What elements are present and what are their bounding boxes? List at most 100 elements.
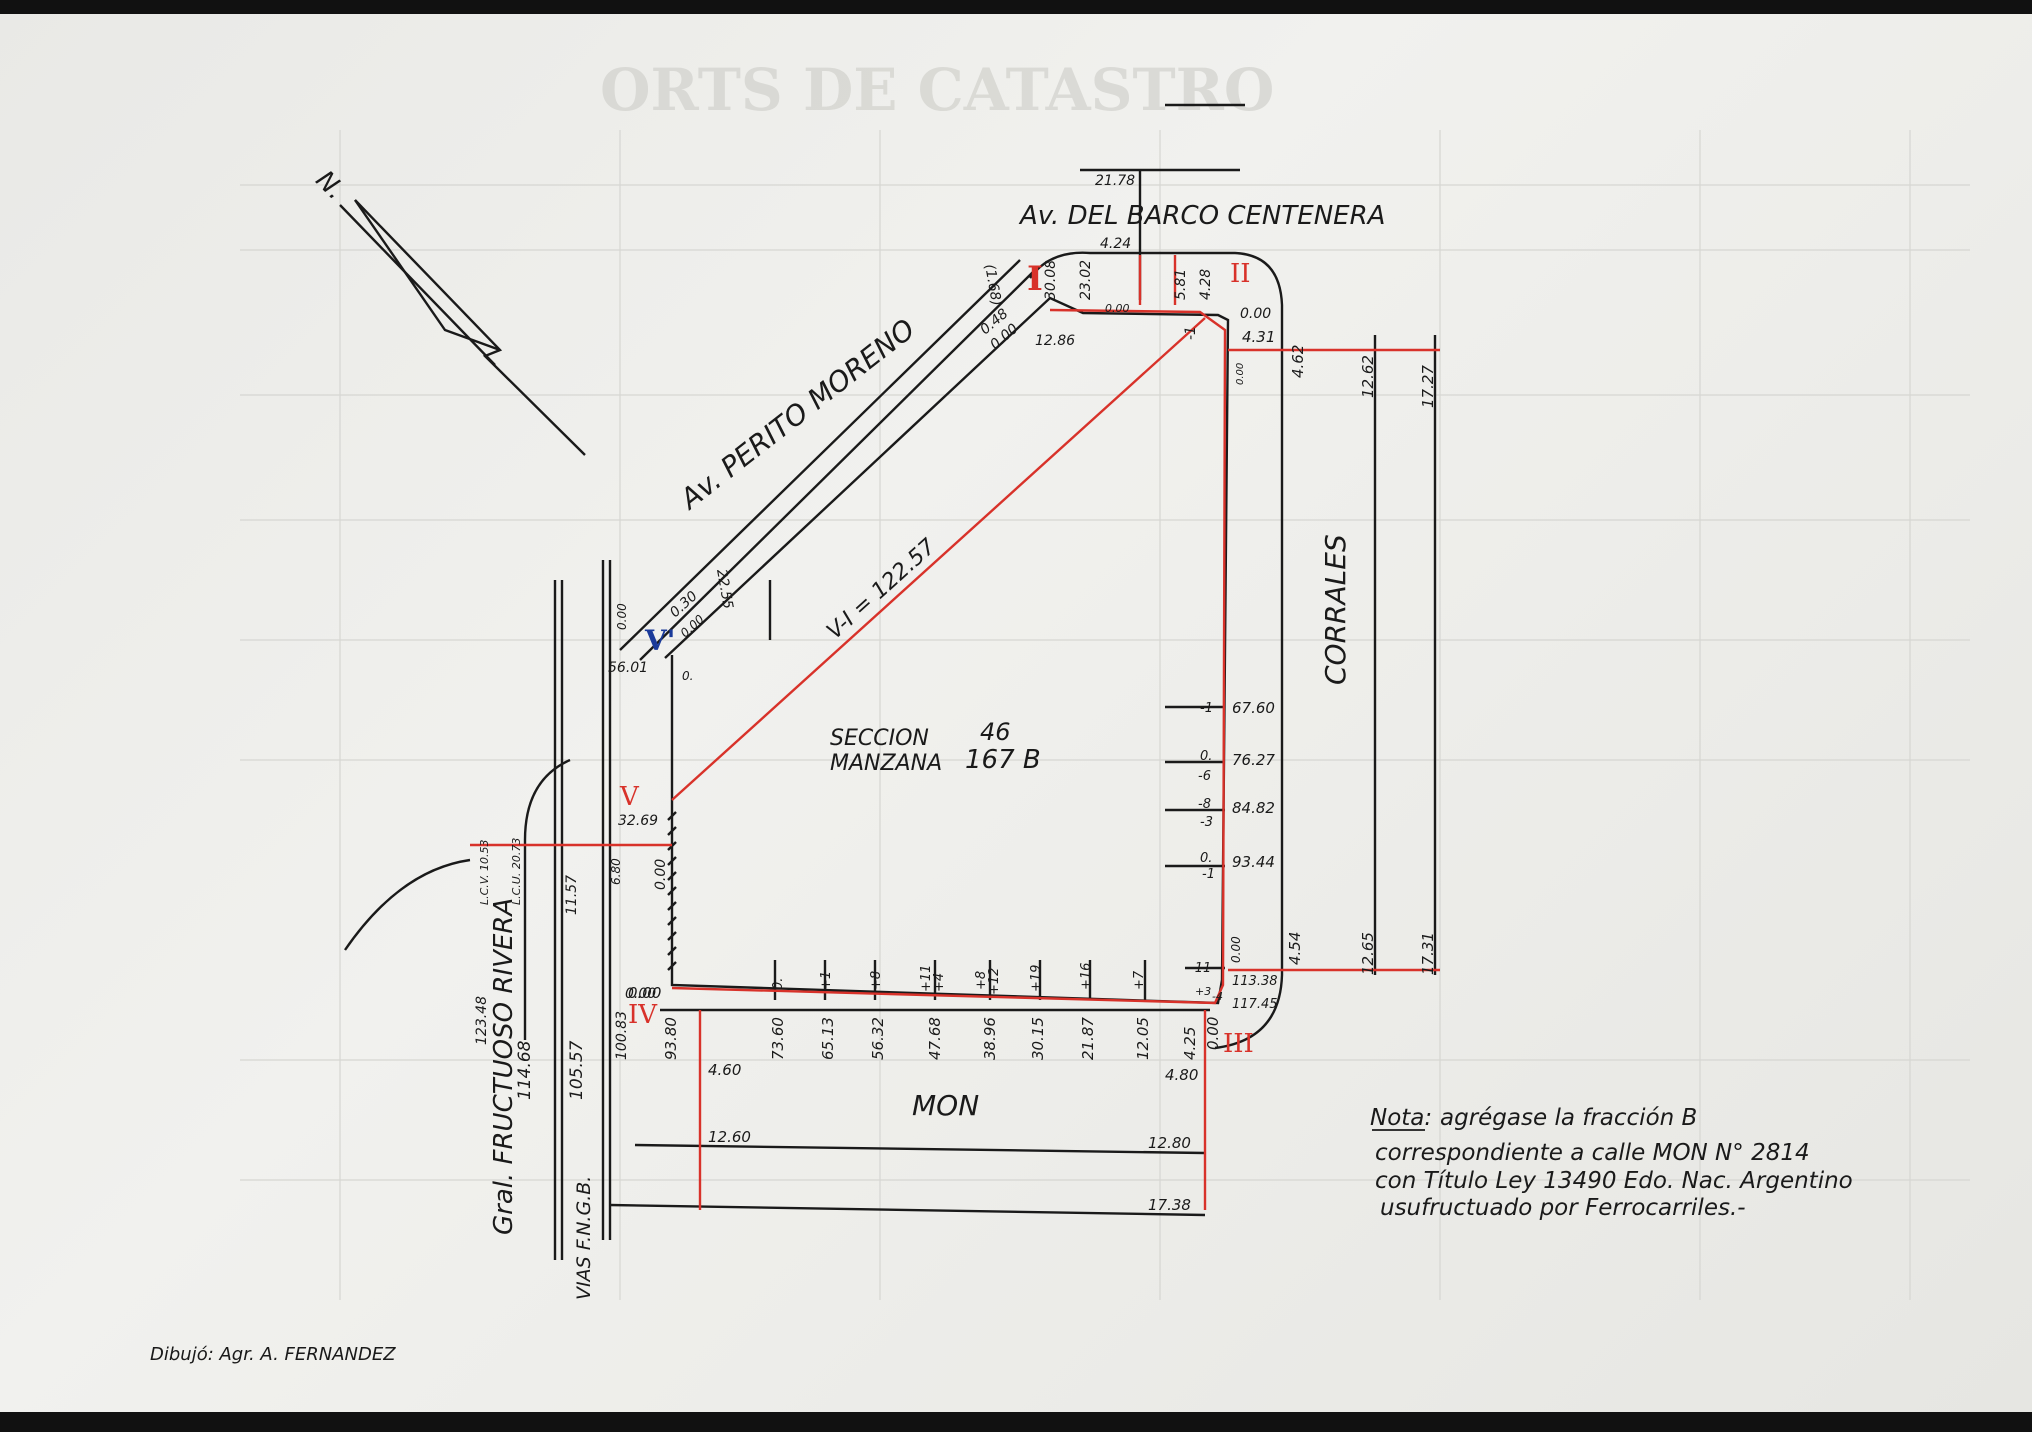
dim-label: 56.32 — [869, 1017, 887, 1060]
dim-label: 23.02 — [1078, 260, 1094, 300]
street-rivera: Gral. FRUCTUOSO RIVERA — [489, 898, 519, 1235]
dim-label: L.C.U. 20.73 — [510, 838, 523, 905]
dim-label: -11 — [1190, 961, 1211, 976]
dim-label: +16 — [1079, 963, 1094, 990]
dim-label: 93.80 — [662, 1017, 680, 1060]
dim-label: -4 — [1212, 990, 1223, 1003]
dim-label: 0. — [1200, 851, 1212, 866]
dim-label: 0.00 — [1235, 363, 1246, 385]
vertex-label-2: II — [1230, 259, 1251, 289]
dim-label: 4.60 — [708, 1061, 741, 1079]
vertex-label-1: I — [1027, 259, 1043, 299]
vertex-label-4: IV — [628, 1000, 658, 1030]
dim-label: 0.00 — [1229, 936, 1243, 963]
show-through-grid — [240, 130, 1970, 1300]
dim-label: 17.27 — [1419, 365, 1437, 408]
dim-label: 12.65 — [1359, 932, 1377, 975]
scan-border-bottom — [0, 1412, 2032, 1432]
seccion-label: SECCION — [830, 726, 929, 751]
dim-label: 0.00 — [1204, 1017, 1222, 1050]
dim-label: 17.31 — [1419, 932, 1437, 975]
street-lines — [344, 103, 1437, 1260]
dim-label: -3 — [1200, 815, 1213, 830]
dim-label: 4.25 — [1181, 1027, 1199, 1060]
dims-top: 21.78 4.24 5.81 4.28 0.00 0.00 23.02 30.… — [977, 173, 1271, 353]
dim-label: 76.27 — [1232, 751, 1275, 769]
dim-label: +4 — [932, 973, 947, 992]
vertex-label-6: V' — [644, 624, 675, 657]
dim-label: 117.45 — [1232, 997, 1278, 1012]
manzana-value: 167 B — [965, 745, 1041, 775]
dim-label: 47.68 — [926, 1017, 944, 1060]
dim-label: L.C.V. 10.53 — [478, 839, 491, 905]
dim-label: -6 — [1198, 769, 1211, 784]
dim-label: 22.55 — [713, 568, 736, 610]
street-perito-moreno: Av. PERITO MORENO — [672, 312, 921, 516]
diagonal-measurement: V-I = 122.57 — [822, 534, 941, 644]
dim-label: 17.38 — [1148, 1196, 1191, 1214]
dim-label: 5.81 — [1173, 269, 1189, 300]
dim-label: 0. — [682, 669, 693, 683]
dim-label: 21.78 — [1095, 173, 1135, 189]
dim-label: +11 — [919, 965, 934, 992]
dim-label: +7 — [1132, 970, 1147, 990]
dim-label: -1 — [1202, 867, 1215, 882]
manzana-label: MANZANA — [830, 751, 942, 776]
dim-label: 12.86 — [1035, 333, 1075, 349]
dim-label: -1 — [1200, 701, 1213, 716]
dim-label: 105.57 — [567, 1040, 587, 1100]
street-mon: MON — [912, 1089, 979, 1122]
dim-label: 4.62 — [1289, 345, 1307, 378]
dim-label: 0.00 — [615, 603, 629, 630]
note-line: usufructuado por Ferrocarriles.- — [1380, 1195, 1746, 1221]
dim-label: 11.57 — [564, 875, 580, 915]
dim-label: 0.00 — [625, 986, 656, 1002]
dim-label: -8 — [1198, 797, 1211, 812]
dim-label: 30.15 — [1029, 1017, 1047, 1060]
drafter-signature: Dibujó: Agr. A. FERNANDEZ — [150, 1344, 396, 1365]
north-arrow — [339, 199, 586, 456]
dim-label: 114.68 — [515, 1040, 535, 1100]
dim-label: 0.00 — [1240, 306, 1271, 322]
dim-label: +3 — [1195, 985, 1211, 998]
dims-right: 4.31 0.00 4.62 12.62 17.27 67.60 76.27 8… — [1190, 328, 1437, 1012]
note-line: agrégase la fracción B — [1440, 1105, 1697, 1131]
dim-label: 0.00 — [1105, 302, 1130, 315]
dim-label: (1.68) — [981, 263, 1004, 307]
dim-label: 21.87 — [1079, 1017, 1097, 1060]
dims-bottom: 0.00 93.80 73.60 65.13 56.32 47.68 38.96… — [628, 963, 1222, 1214]
seccion-value: 46 — [980, 718, 1011, 746]
dim-label: 12.05 — [1134, 1017, 1152, 1060]
dim-label: 113.38 — [1232, 974, 1278, 989]
dim-label: -1 — [1183, 326, 1199, 340]
dim-label: 4.28 — [1198, 269, 1214, 300]
dim-label: 93.44 — [1232, 853, 1275, 871]
dim-label: +1 — [819, 971, 834, 990]
vertex-label-3: III — [1223, 1029, 1254, 1059]
dim-label: 32.69 — [618, 813, 658, 829]
block-identification: SECCION 46 MANZANA 167 B — [830, 718, 1041, 776]
dim-label: 4.24 — [1100, 236, 1131, 252]
dim-label: 65.13 — [819, 1017, 837, 1060]
dim-label: 100.83 — [614, 1011, 630, 1060]
scan-border-top — [0, 0, 2032, 14]
dim-label: 0. — [771, 978, 786, 990]
dim-label: 30.08 — [1043, 260, 1059, 300]
note-line: con Título Ley 13490 Edo. Nac. Argentino — [1375, 1168, 1853, 1194]
dim-label: +12 — [987, 968, 1002, 995]
north-label: N. — [309, 165, 350, 206]
dim-label: 0.00 — [653, 859, 669, 890]
dim-label: 4.80 — [1165, 1066, 1198, 1084]
note-heading: Nota: — [1370, 1105, 1432, 1131]
dim-label: 6.80 — [609, 858, 623, 885]
survey-red-lines — [470, 255, 1440, 1210]
dim-label: 4.54 — [1286, 932, 1304, 965]
street-barco-centenera: Av. DEL BARCO CENTENERA — [1018, 201, 1385, 231]
dim-label: 67.60 — [1232, 699, 1275, 717]
dim-label: 12.80 — [1148, 1134, 1191, 1152]
dim-label: 12.62 — [1359, 355, 1377, 398]
street-corrales: CORRALES — [1319, 534, 1352, 685]
dim-label: 84.82 — [1232, 799, 1275, 817]
dim-label: +19 — [1029, 965, 1044, 992]
